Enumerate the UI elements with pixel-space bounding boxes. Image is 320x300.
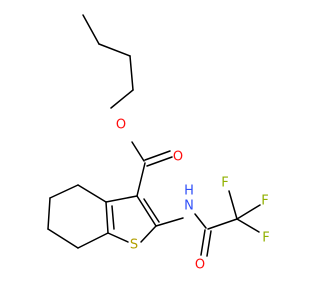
bond-c3a-c7a: [105, 201, 109, 234]
bond-cf3-f1: [228, 190, 238, 220]
bond-lines: [47, 14, 261, 257]
bond-butyl-4: [110, 89, 134, 109]
bond-carbonyl-1: [144, 150, 171, 161]
bond-butyl-3: [129, 55, 134, 91]
bond-cf3-f3: [236, 218, 260, 233]
bond-c7-c7a: [77, 232, 109, 249]
bond-c3a-c4: [77, 184, 107, 203]
bond-carbonyl-2: [146, 156, 173, 167]
atom-nh-hydrogen: H: [184, 184, 194, 199]
bond-n-c: [194, 213, 207, 229]
atom-ester-oxygen: O: [116, 118, 126, 133]
bond-c2-s: [140, 225, 157, 243]
bond-c3-c3a: [105, 195, 138, 203]
bond-c4-c5: [49, 184, 79, 199]
bond-butyl-1: [82, 14, 100, 45]
bond-c2-n: [155, 217, 184, 227]
chemical-structure: O O H N S O F F F: [47, 14, 270, 273]
bond-c3-c2: [136, 195, 157, 227]
atom-fluorine-bottom: F: [262, 231, 269, 246]
atom-amine-nitrogen: N: [184, 199, 194, 214]
atom-amide-oxygen: O: [195, 258, 205, 273]
bond-c-cf3: [207, 218, 238, 230]
bond-amide-co-2: [206, 230, 212, 257]
atom-carbonyl-oxygen: O: [173, 150, 183, 165]
bond-butyl-2: [98, 43, 131, 57]
bond-c6-c7: [47, 228, 79, 249]
bond-s-c7a: [107, 232, 129, 243]
bond-amide-co-1: [200, 229, 206, 256]
atom-fluorine-top: F: [221, 176, 228, 191]
atom-fluorine-right: F: [261, 194, 268, 209]
bond-cf3-f2: [236, 204, 261, 220]
bond-c3-c2-inner: [143, 198, 160, 223]
atom-sulfur: S: [130, 238, 138, 253]
bond-ester-o-c: [131, 141, 145, 162]
bond-c5-c6: [47, 197, 51, 230]
bond-c-c3: [136, 162, 146, 197]
bond-c3a-c7a-inner: [111, 205, 115, 230]
